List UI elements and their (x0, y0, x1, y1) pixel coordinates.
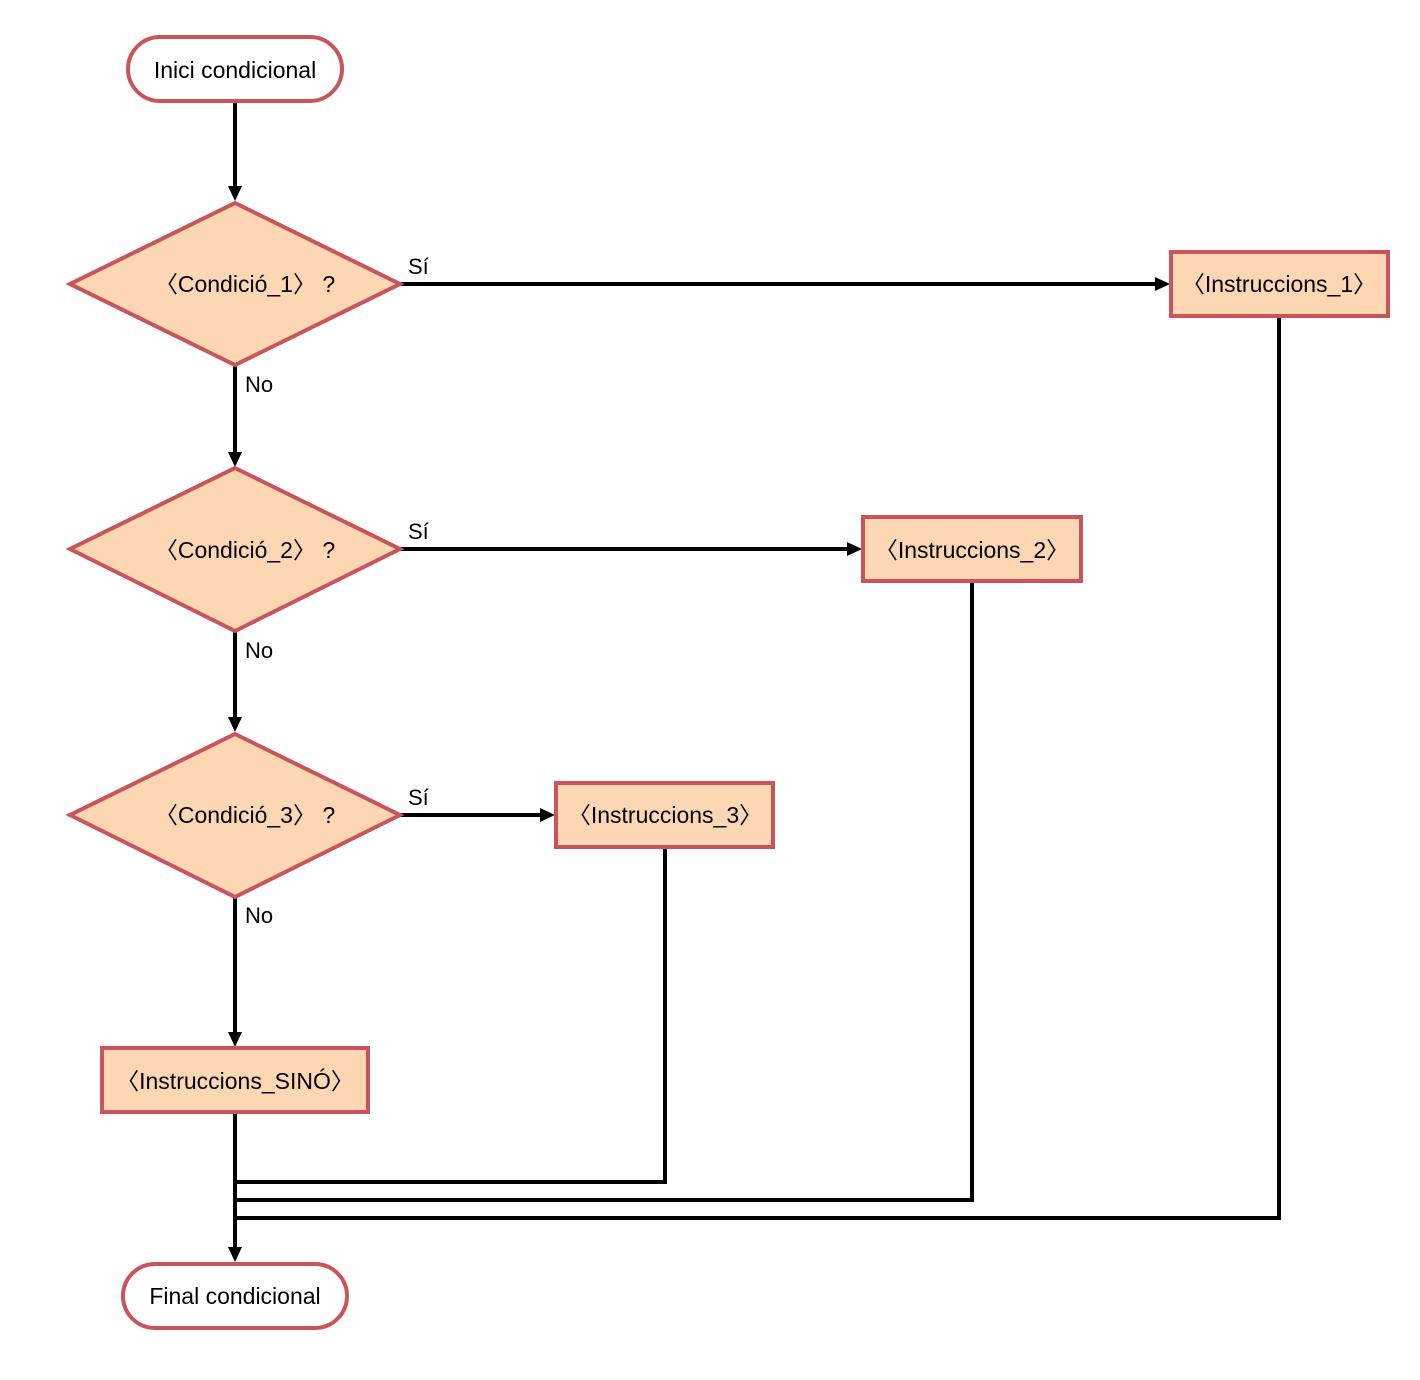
start-terminal: Inici condicional (126, 35, 344, 103)
process-instructions-2-shape (861, 515, 1083, 583)
nodes: Inici condicional 〈Condició_1〉 ? 〈Condic… (65, 35, 1390, 1330)
arrowhead-cond1 (228, 186, 242, 201)
decision-condition-2-shape (65, 465, 405, 634)
no-label-cond2: No (245, 638, 273, 663)
arrowhead-instr-else (228, 1032, 242, 1047)
end-terminal-label: Final condicional (149, 1283, 320, 1309)
process-instructions-2: 〈Instruccions_2〉 (861, 515, 1083, 583)
process-instructions-1-shape (1169, 250, 1390, 318)
arrowhead-cond3 (228, 717, 242, 732)
edge-labels: Sí Sí Sí No No No (245, 254, 429, 928)
yes-label-cond1: Sí (408, 254, 429, 279)
decision-condition-1: 〈Condició_1〉 ? (65, 200, 405, 368)
process-instructions-1: 〈Instruccions_1〉 (1169, 250, 1390, 318)
edge-instr1-return (233, 315, 1281, 1220)
edge-instr3-return (233, 847, 667, 1184)
arrowhead-instr2 (847, 542, 862, 556)
arrowhead-end (228, 1247, 242, 1262)
arrowhead-cond2 (228, 452, 242, 467)
process-instructions-3: 〈Instruccions_3〉 (554, 781, 775, 849)
no-label-cond1: No (245, 372, 273, 397)
no-label-cond3: No (245, 903, 273, 928)
start-terminal-label: Inici condicional (154, 57, 316, 83)
arrowhead-instr3 (540, 808, 555, 822)
process-instructions-else: 〈Instruccions_SINÓ〉 (100, 1046, 370, 1114)
decision-condition-2: 〈Condició_2〉 ? (65, 465, 405, 634)
process-instructions-else-shape (100, 1046, 370, 1114)
process-instructions-3-shape (554, 781, 775, 849)
connectors (228, 99, 1281, 1262)
end-terminal: Final condicional (121, 1262, 349, 1330)
decision-condition-2-label: 〈Condició_2〉 ? (155, 537, 335, 563)
process-instructions-2-label: 〈Instruccions_2〉 (875, 537, 1069, 563)
decision-condition-3-label: 〈Condició_3〉 ? (155, 802, 335, 828)
process-instructions-3-label: 〈Instruccions_3〉 (568, 802, 762, 828)
decision-condition-1-label: 〈Condició_1〉 ? (155, 271, 335, 297)
process-instructions-1-label: 〈Instruccions_1〉 (1182, 271, 1376, 297)
process-instructions-else-label: 〈Instruccions_SINÓ〉 (116, 1068, 354, 1094)
decision-condition-1-shape (65, 200, 405, 368)
start-terminal-shape (126, 35, 344, 103)
yes-label-cond2: Sí (408, 519, 429, 544)
yes-label-cond3: Sí (408, 785, 429, 810)
edge-instr2-return (233, 581, 974, 1202)
arrowhead-instr1 (1155, 277, 1170, 291)
end-terminal-shape (121, 1262, 349, 1330)
decision-condition-3-shape (65, 731, 405, 900)
decision-condition-3: 〈Condició_3〉 ? (65, 731, 405, 900)
